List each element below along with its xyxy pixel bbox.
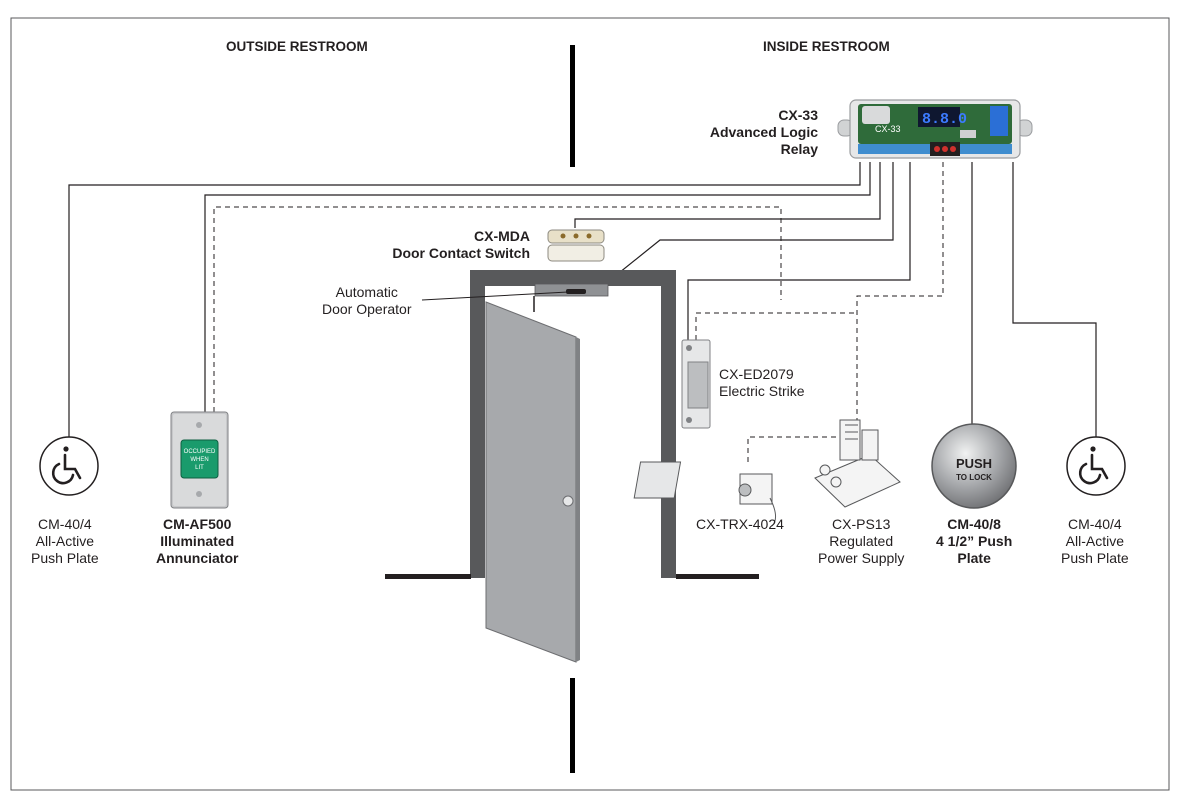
power-supply bbox=[814, 419, 901, 508]
strike-label-line1: CX-ED2079 bbox=[719, 366, 794, 382]
relay-label-line1: CX-33 bbox=[778, 107, 818, 123]
push-button-round: PUSH TO LOCK bbox=[931, 423, 1017, 509]
wire-relay-dashed bbox=[856, 162, 944, 420]
push-plate-right-line2: All-Active bbox=[1065, 533, 1125, 549]
annunciator: OCCUPIED WHEN LIT bbox=[170, 411, 229, 509]
wire-strike-dashed bbox=[695, 312, 857, 340]
relay-device: CX-33 8.8.0 bbox=[837, 99, 1033, 159]
push-plate-left-label: CM-40/4 All-Active Push Plate bbox=[31, 516, 99, 567]
operator-label-line1: Automatic bbox=[335, 284, 398, 300]
wire-annunciator bbox=[204, 162, 871, 412]
floor-line-left bbox=[385, 574, 471, 579]
relay-display: 8.8.0 bbox=[922, 111, 967, 128]
door-knob bbox=[562, 495, 574, 507]
wire-door-contact bbox=[574, 162, 881, 228]
push-button-label-line1: CM-40/8 bbox=[947, 516, 1001, 532]
wire-left-push-plate bbox=[68, 162, 861, 438]
header-inside-restroom: INSIDE RESTROOM bbox=[763, 39, 890, 54]
door-contact-label: CX-MDA Door Contact Switch bbox=[392, 228, 530, 262]
door-edge bbox=[576, 337, 580, 662]
strike-label-line2: Electric Strike bbox=[719, 383, 805, 399]
power-supply-label-line2: Regulated bbox=[829, 533, 894, 549]
push-plate-right-line1: CM-40/4 bbox=[1068, 516, 1122, 532]
wall-divider-top bbox=[570, 45, 575, 167]
transformer bbox=[633, 461, 776, 527]
annunciator-lens-line3: LIT bbox=[195, 465, 204, 471]
push-button-label: CM-40/8 4 1/2” Push Plate bbox=[936, 516, 1012, 567]
annunciator-label-line2: Illuminated bbox=[160, 533, 235, 549]
wire-strike bbox=[687, 162, 911, 340]
wheelchair-accessibility-icon bbox=[51, 446, 82, 485]
wheelchair-accessibility-icon bbox=[1078, 446, 1109, 485]
push-plate-right-label: CM-40/4 All-Active Push Plate bbox=[1061, 516, 1129, 567]
push-plate-left-line3: Push Plate bbox=[31, 550, 99, 566]
door-frame bbox=[470, 270, 676, 578]
relay-label-line3: Relay bbox=[780, 141, 818, 157]
push-plate-right-line3: Push Plate bbox=[1061, 550, 1129, 566]
transformer-label: CX-TRX-4024 bbox=[696, 516, 784, 533]
relay-label-line2: Advanced Logic bbox=[709, 124, 818, 140]
wire-annunciator-dashed bbox=[213, 206, 782, 412]
push-plate-left-line2: All-Active bbox=[35, 533, 95, 549]
wall-divider-bottom bbox=[570, 678, 575, 773]
relay-model-mark: CX-33 bbox=[875, 124, 901, 134]
door-panel bbox=[485, 301, 577, 663]
push-button-label-line3: Plate bbox=[957, 550, 991, 566]
push-plate-right bbox=[1066, 436, 1126, 496]
operator-label: Automatic Door Operator bbox=[322, 284, 411, 318]
annunciator-label-line3: Annunciator bbox=[156, 550, 239, 566]
operator-label-line2: Door Operator bbox=[322, 301, 412, 317]
door-contact-switch bbox=[547, 229, 605, 262]
transformer-label-line1: CX-TRX-4024 bbox=[696, 516, 784, 532]
door-contact-label-line1: CX-MDA bbox=[474, 228, 530, 244]
wire-operator bbox=[603, 162, 894, 286]
door-contact-label-line2: Door Contact Switch bbox=[392, 245, 530, 261]
electric-strike bbox=[681, 339, 711, 429]
annunciator-label: CM-AF500 Illuminated Annunciator bbox=[156, 516, 238, 567]
relay-label: CX-33 Advanced Logic Relay bbox=[710, 107, 818, 158]
floor-line-right bbox=[676, 574, 759, 579]
power-supply-label: CX-PS13 Regulated Power Supply bbox=[818, 516, 904, 567]
dashed-wires bbox=[213, 162, 944, 462]
push-button-label-line2: 4 1/2” Push bbox=[936, 533, 1013, 549]
power-supply-label-line1: CX-PS13 bbox=[832, 516, 891, 532]
door-operator-arm bbox=[566, 289, 586, 294]
strike-label: CX-ED2079 Electric Strike bbox=[719, 366, 805, 400]
header-outside-restroom: OUTSIDE RESTROOM bbox=[226, 39, 368, 54]
annunciator-lens-line1: OCCUPIED bbox=[184, 449, 216, 455]
wire-right-push-plate bbox=[1012, 162, 1097, 438]
push-button-face-line1: PUSH bbox=[956, 456, 992, 471]
annunciator-lens-line2: WHEN bbox=[190, 457, 208, 463]
power-supply-label-line3: Power Supply bbox=[818, 550, 905, 566]
operator-pointer bbox=[421, 291, 569, 301]
annunciator-label-line1: CM-AF500 bbox=[162, 516, 232, 532]
push-plate-left-line1: CM-40/4 bbox=[38, 516, 92, 532]
push-plate-left bbox=[39, 436, 99, 496]
solid-wires bbox=[68, 162, 1097, 438]
push-button-face-line2: TO LOCK bbox=[956, 473, 992, 482]
